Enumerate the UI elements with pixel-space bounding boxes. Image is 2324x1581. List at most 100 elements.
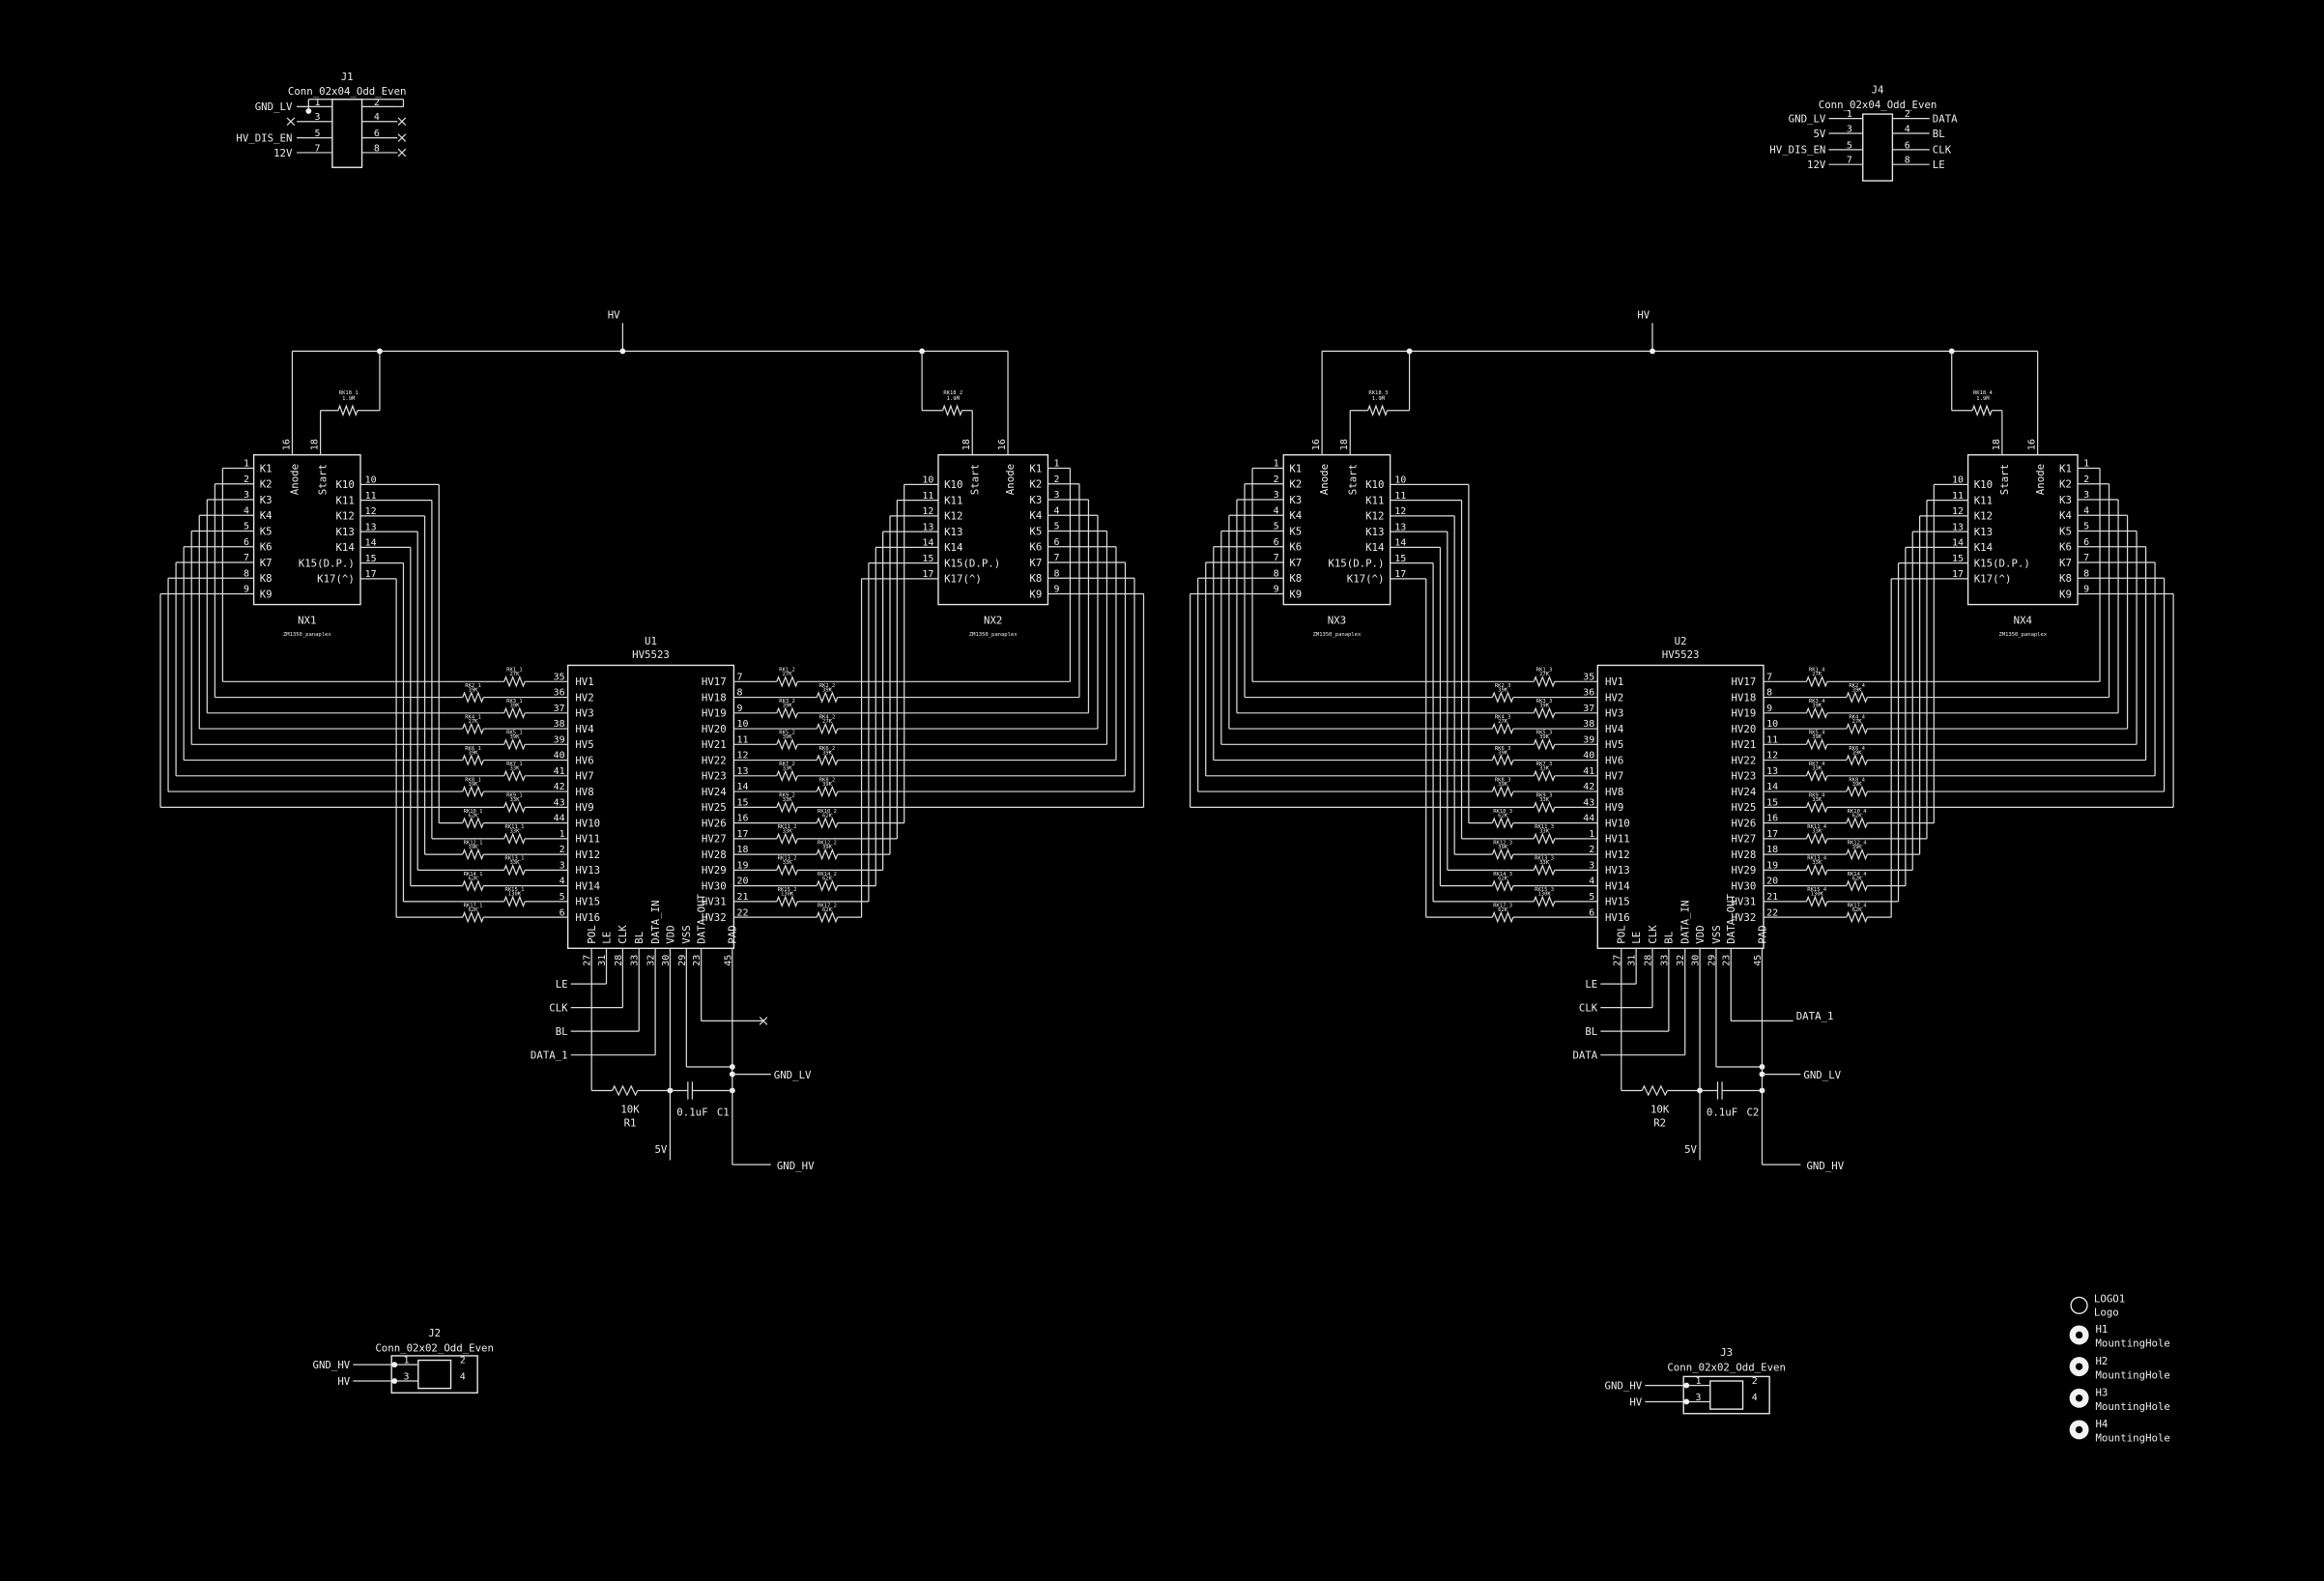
cathode-resistor xyxy=(1491,848,1514,861)
pin-number: 2 xyxy=(1589,845,1594,855)
resistor-ref: RK12_2 xyxy=(818,840,837,846)
resistor-value: 39K xyxy=(822,845,833,850)
pin-name: HV12 xyxy=(1605,848,1630,861)
cathode-resistor xyxy=(1533,769,1556,783)
pin-number: 45 xyxy=(723,955,733,966)
resistor-ref: RK8_4 xyxy=(1849,777,1865,783)
cathode-resistor xyxy=(1846,785,1868,798)
connector-body xyxy=(417,1359,452,1390)
resistor-value: 62K xyxy=(822,813,833,819)
pin-name: LE xyxy=(600,932,613,944)
pin-number: 15 xyxy=(1394,554,1406,564)
pin-name: HV1 xyxy=(1605,676,1623,688)
resistor-value: 27K xyxy=(783,672,793,677)
pin-name: K5 xyxy=(260,525,273,537)
net-label-gnd-hv: GND_HV xyxy=(1806,1160,1844,1172)
rk18-resistor xyxy=(1971,404,1993,417)
pin-number: 4 xyxy=(559,877,565,887)
cathode-resistor xyxy=(503,801,526,814)
resistor-value: 33K xyxy=(1539,860,1550,866)
net-label-hv: HV xyxy=(608,309,620,322)
resistor-ref: RK4_2 xyxy=(819,714,836,720)
pin-number: 10 xyxy=(736,719,748,730)
pin-number: 6 xyxy=(244,537,249,548)
pin-number: 33 xyxy=(630,955,641,966)
resistor-value: 27K xyxy=(1498,719,1508,725)
pin-number: 7 xyxy=(1054,553,1060,563)
pin-number: 13 xyxy=(365,522,377,532)
pin-name: HV18 xyxy=(702,691,727,704)
pin-name: HV4 xyxy=(1605,723,1623,735)
pin-name: HV26 xyxy=(702,817,727,829)
pin-number: 2 xyxy=(1274,474,1279,485)
pin-name: HV24 xyxy=(702,786,727,798)
cathode-resistor xyxy=(462,910,484,924)
pin-name: PAD xyxy=(727,925,739,943)
resistor-value: 62K xyxy=(1852,907,1863,913)
pin-number: 27 xyxy=(583,955,593,966)
pin-name: HV23 xyxy=(702,770,727,783)
pin-number: 9 xyxy=(2083,585,2089,595)
pin-name: K11 xyxy=(1365,494,1384,506)
pin-number: 39 xyxy=(554,734,565,745)
pin-number: 14 xyxy=(365,538,377,549)
cathode-resistor xyxy=(1533,706,1556,720)
cathode-resistor xyxy=(776,801,798,814)
pin-name: K2 xyxy=(2059,478,2072,491)
cathode-resistor xyxy=(1846,879,1868,892)
resistor-ref: RK14_1 xyxy=(464,872,483,877)
pin-number: 31 xyxy=(1627,955,1638,966)
pin-number: 30 xyxy=(661,955,672,966)
logo-icon xyxy=(2070,1296,2088,1314)
pin-number: 16 xyxy=(2027,439,2038,450)
connector-outline xyxy=(390,1355,478,1394)
pin-number: 4 xyxy=(244,505,249,516)
pin-number: 29 xyxy=(1707,955,1717,966)
nixie-left-value: ZM1350_panaplex xyxy=(283,632,331,638)
capacitor-ref: C1 xyxy=(717,1107,730,1119)
net-label: CLK xyxy=(1933,144,1952,157)
resistor-ref: RK8_1 xyxy=(465,777,481,783)
pin-name: HV30 xyxy=(1732,879,1757,892)
resistor-value: 62K xyxy=(469,876,479,881)
resistor-ref: RK12_4 xyxy=(1848,840,1868,846)
connector-value: Conn_02x02_Odd_Even xyxy=(375,1341,494,1354)
pin-number: 8 xyxy=(244,568,249,579)
resistor-value: 39K xyxy=(1539,704,1550,709)
pin-number: 1 xyxy=(2083,459,2089,470)
resistor-ref: RK10_3 xyxy=(1493,809,1512,815)
pin-name: K10 xyxy=(1365,478,1384,491)
resistor-value: 33K xyxy=(1812,829,1822,835)
resistor-ref: RK11_2 xyxy=(778,824,797,830)
junction-dot xyxy=(619,348,626,355)
net-label-gnd-hv: GND_HV xyxy=(777,1160,815,1172)
resistor-ref: RK10_1 xyxy=(464,809,483,815)
nixie-right-value: ZM1350_panaplex xyxy=(1998,632,2047,638)
pin-number: 32 xyxy=(646,955,657,966)
pin-name: K15(D.P.) xyxy=(1974,557,2030,569)
pin-name: HV14 xyxy=(1605,879,1630,892)
pin-name: VSS xyxy=(1710,925,1723,943)
connector-ref: J4 xyxy=(1872,84,1884,97)
resistor-value: 10K xyxy=(1650,1103,1670,1115)
cathode-resistor xyxy=(1533,676,1556,688)
pin-number: 1 xyxy=(315,98,321,108)
pin-name: Start xyxy=(1346,464,1359,495)
resistor-value: 33K xyxy=(1812,797,1822,803)
pin-name: HV17 xyxy=(1732,676,1757,688)
pin-name: K8 xyxy=(1029,572,1042,585)
junction-dot xyxy=(391,1378,398,1384)
pin-number: 8 xyxy=(736,688,742,699)
pin-number: 16 xyxy=(1311,439,1322,450)
cathode-resistor xyxy=(1846,691,1868,704)
pin-name: HV27 xyxy=(1732,833,1757,846)
resistor-value: 62K xyxy=(1498,813,1508,819)
pin-number: 30 xyxy=(1691,955,1702,966)
pin-number: 13 xyxy=(736,766,748,777)
pin-number: 10 xyxy=(1952,475,1964,486)
rk18-resistor xyxy=(941,404,963,417)
pin-number: 6 xyxy=(1054,537,1060,548)
cathode-resistor xyxy=(1846,910,1868,924)
pin-name: K3 xyxy=(260,494,273,506)
pin-name: K3 xyxy=(1029,494,1042,506)
